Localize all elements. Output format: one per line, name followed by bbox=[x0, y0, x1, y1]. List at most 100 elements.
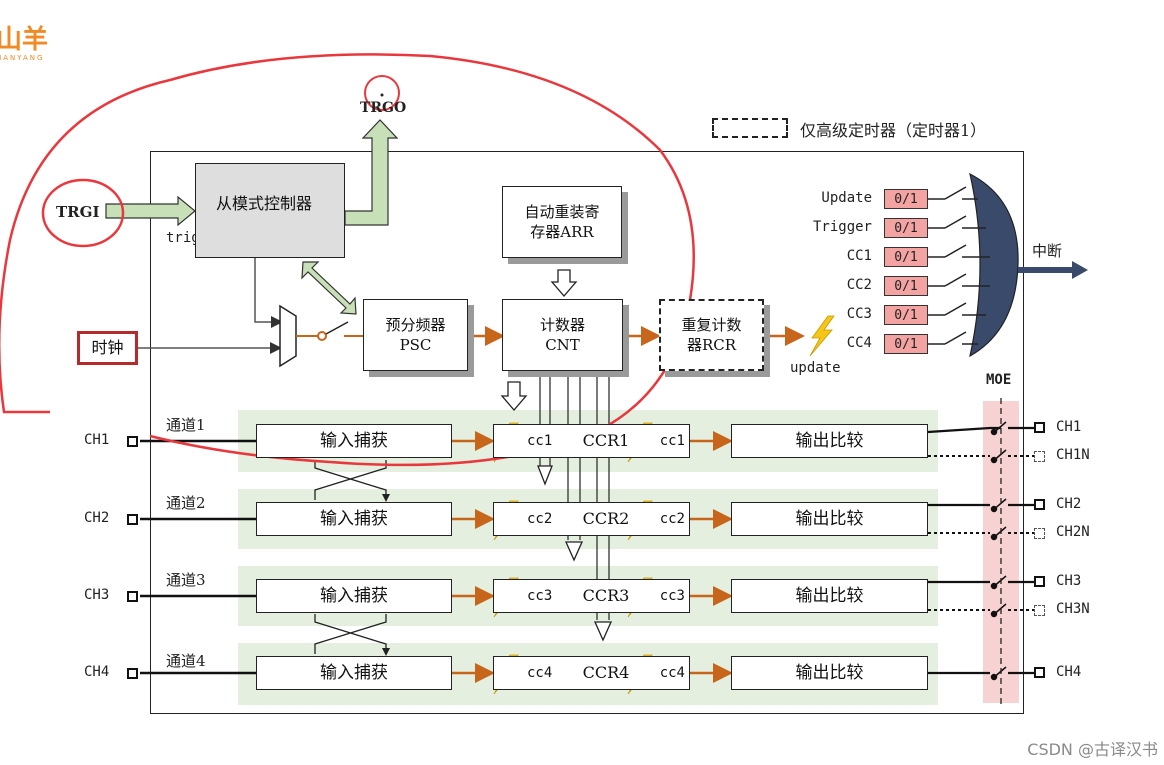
cc-label-1b: cc1 bbox=[659, 432, 685, 449]
output-compare-3: 输出比较 bbox=[731, 579, 928, 613]
output-pin-label-4: CH4 bbox=[1056, 664, 1082, 680]
arr-label-line2: 存器ARR bbox=[530, 223, 594, 241]
trgo-arrow bbox=[344, 119, 399, 226]
input-pin-label-2: CH2 bbox=[84, 510, 110, 526]
slave-psc-double-arrow bbox=[301, 261, 357, 315]
output-pin-2 bbox=[1034, 499, 1045, 510]
ccr-block-2: cc2 CCR2 cc2 bbox=[493, 502, 690, 536]
irq-flag-trigger: 0/1 bbox=[884, 218, 928, 238]
irq-source-cc2: CC2 bbox=[846, 277, 872, 293]
input-pin-label-4: CH4 bbox=[84, 664, 110, 680]
clock-label: 时钟 bbox=[91, 338, 124, 358]
input-pin-label-3: CH3 bbox=[84, 587, 110, 603]
input-pin-2 bbox=[127, 514, 138, 525]
auto-reload-register: 自动重装寄 存器ARR bbox=[502, 186, 622, 258]
interrupt-label: 中断 bbox=[1032, 242, 1063, 260]
input-capture-4: 输入捕获 bbox=[256, 656, 452, 690]
rcr-label-line1: 重复计数 bbox=[681, 315, 742, 334]
output-pin-label-1: CH1 bbox=[1056, 419, 1082, 435]
irq-flag-cc4: 0/1 bbox=[884, 334, 928, 354]
timer-frame bbox=[150, 151, 1024, 714]
irq-flag-cc1: 0/1 bbox=[884, 247, 928, 267]
clock-box: 时钟 bbox=[77, 331, 138, 365]
channel-label-2: 通道2 bbox=[166, 494, 206, 512]
input-capture-label-1: 输入捕获 bbox=[320, 430, 388, 451]
cc-label-3a: cc3 bbox=[527, 587, 553, 604]
irq-source-cc1: CC1 bbox=[846, 248, 872, 264]
input-pin-3 bbox=[127, 591, 138, 602]
irq-source-cc4: CC4 bbox=[846, 335, 872, 351]
update-label: update bbox=[790, 360, 841, 376]
output-compare-2: 输出比较 bbox=[731, 502, 928, 536]
output-n-pin-2 bbox=[1034, 528, 1045, 539]
input-pin-4 bbox=[127, 668, 138, 679]
irq-flag-cc2: 0/1 bbox=[884, 276, 928, 296]
output-compare-label-3: 输出比较 bbox=[795, 585, 864, 606]
ccr-label-1: CCR1 bbox=[582, 431, 630, 451]
annotation-trgo-circle bbox=[364, 75, 400, 111]
legend-advanced-label: 仅高级定时器（定时器1） bbox=[800, 121, 987, 140]
output-compare-1: 输出比较 bbox=[731, 424, 928, 458]
output-pin-label-2: CH2 bbox=[1056, 496, 1082, 512]
irq-flag-update: 0/1 bbox=[884, 189, 928, 209]
interrupt-or-gate bbox=[969, 172, 1019, 358]
output-pin-4 bbox=[1034, 667, 1045, 678]
trgo-label: TRGO bbox=[360, 100, 407, 116]
cnt-label-line1: 计数器 bbox=[539, 315, 585, 334]
irq-flag-cc3: 0/1 bbox=[884, 305, 928, 325]
output-n-pin-label-1: CH1N bbox=[1056, 447, 1090, 463]
input-capture-label-3: 输入捕获 bbox=[320, 585, 388, 606]
slave-mode-controller: 从模式控制器 bbox=[195, 163, 345, 258]
cc-label-3b: cc3 bbox=[659, 587, 685, 604]
annotation-loop bbox=[0, 53, 695, 467]
trgi-arrow bbox=[105, 195, 196, 227]
output-compare-label-2: 输出比较 bbox=[795, 508, 864, 529]
input-capture-label-2: 输入捕获 bbox=[320, 508, 388, 529]
input-pin-label-1: CH1 bbox=[84, 432, 110, 448]
input-pin-1 bbox=[127, 436, 138, 447]
channel-label-4: 通道4 bbox=[166, 652, 206, 670]
output-pin-3 bbox=[1034, 576, 1045, 587]
prescaler: 预分频器 PSC bbox=[363, 299, 468, 371]
cc-label-2a: cc2 bbox=[527, 510, 553, 527]
ccr-block-4: cc4 CCR4 cc4 bbox=[493, 656, 690, 690]
input-capture-1: 输入捕获 bbox=[256, 424, 452, 458]
output-compare-4: 输出比较 bbox=[731, 656, 928, 690]
lightning-icon bbox=[809, 315, 835, 357]
channel-label-3: 通道3 bbox=[166, 571, 206, 589]
input-capture-label-4: 输入捕获 bbox=[320, 662, 388, 683]
cc-label-4b: cc4 bbox=[659, 664, 685, 681]
watermark: CSDN @古译汉书 bbox=[1027, 740, 1158, 759]
logo-sub: HANYANG bbox=[0, 54, 45, 62]
repetition-counter: 重复计数 器RCR bbox=[659, 299, 764, 371]
moe-label: MOE bbox=[986, 372, 1012, 388]
ccr-label-3: CCR3 bbox=[582, 586, 630, 606]
annotation-trgi-circle bbox=[41, 178, 125, 248]
irq-source-trigger: Trigger bbox=[812, 219, 872, 235]
ccr-label-2: CCR2 bbox=[582, 509, 630, 529]
trgi-label: TRGI bbox=[56, 203, 100, 221]
output-n-pin-label-3: CH3N bbox=[1056, 601, 1090, 617]
output-n-pin-1 bbox=[1034, 451, 1045, 462]
cc-label-4a: cc4 bbox=[527, 664, 553, 681]
input-capture-2: 输入捕获 bbox=[256, 502, 452, 536]
input-capture-3: 输入捕获 bbox=[256, 579, 452, 613]
output-n-pin-label-2: CH2N bbox=[1056, 524, 1090, 540]
arr-label-line1: 自动重装寄 bbox=[524, 202, 600, 221]
output-pin-label-3: CH3 bbox=[1056, 573, 1082, 589]
output-compare-label-4: 输出比较 bbox=[795, 662, 864, 683]
logo-main: 山羊 bbox=[0, 25, 49, 55]
logo: 山羊 HANYANG bbox=[0, 26, 48, 62]
cc-label-1a: cc1 bbox=[527, 432, 553, 449]
channel-label-1: 通道1 bbox=[166, 416, 206, 434]
legend-dashed-box bbox=[712, 118, 788, 138]
counter: 计数器 CNT bbox=[502, 299, 623, 371]
clock-mux bbox=[279, 304, 297, 368]
cnt-label-line2: CNT bbox=[545, 336, 580, 354]
rcr-label-line2: 器RCR bbox=[686, 336, 737, 354]
output-compare-label-1: 输出比较 bbox=[795, 430, 864, 451]
irq-source-cc3: CC3 bbox=[846, 306, 872, 322]
irq-source-update: Update bbox=[821, 190, 872, 206]
psc-label-line1: 预分频器 bbox=[385, 315, 446, 334]
ccr-label-4: CCR4 bbox=[582, 663, 630, 683]
